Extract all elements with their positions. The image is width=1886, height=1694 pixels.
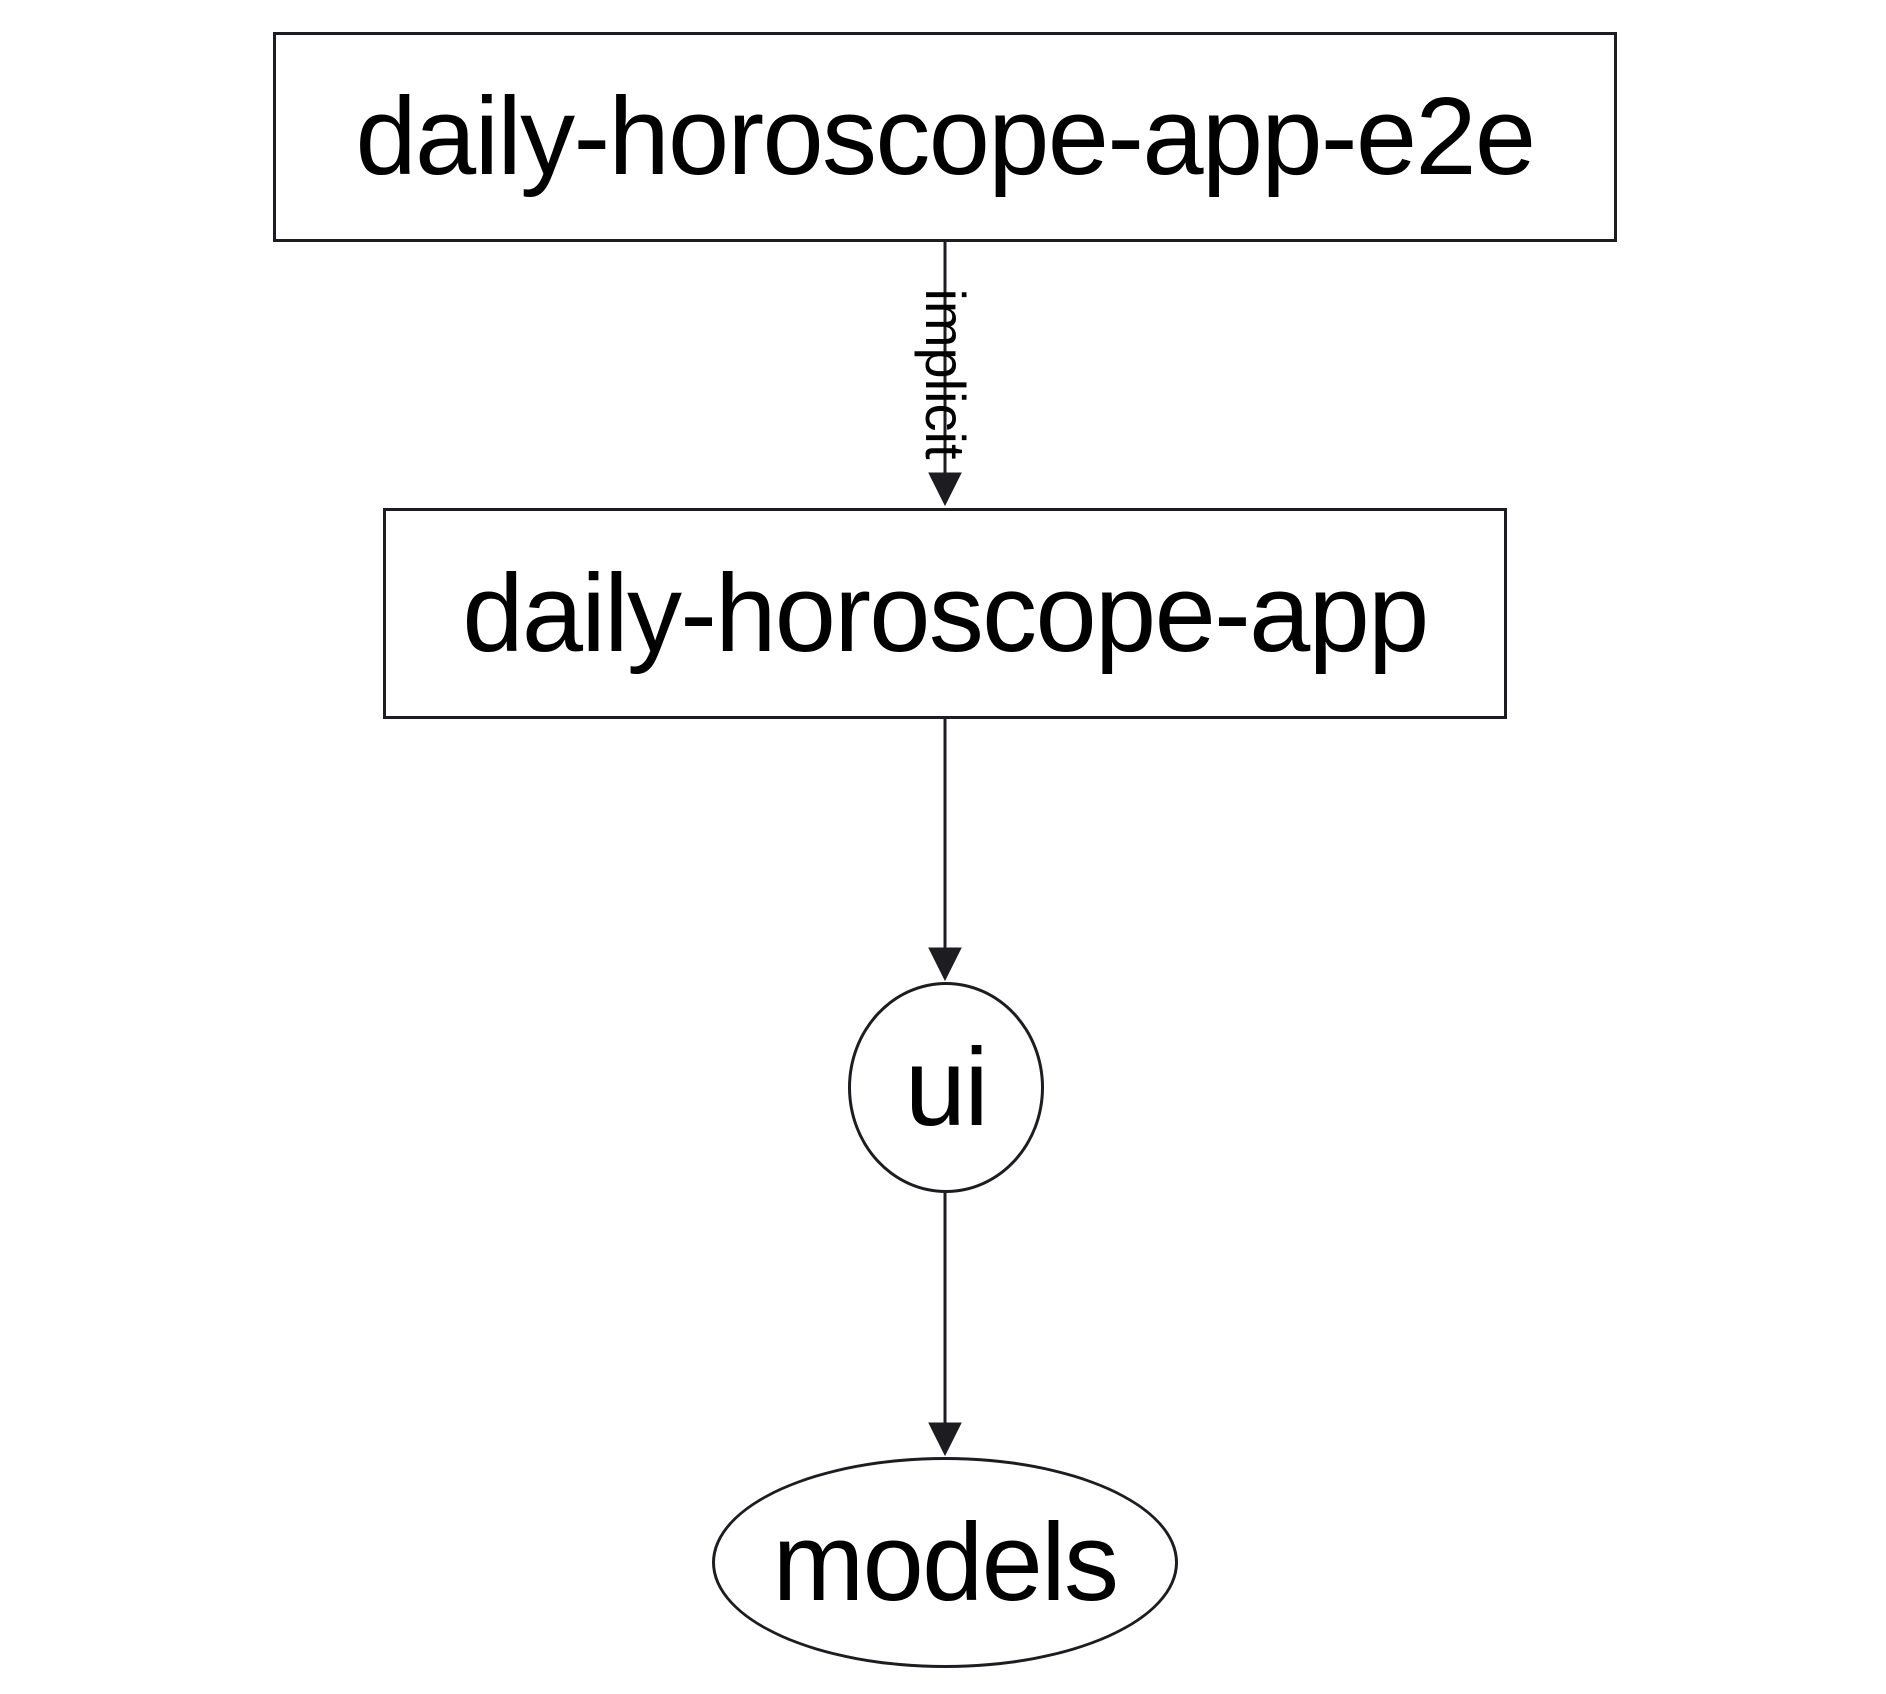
node-models[interactable]: models [712, 1457, 1178, 1668]
edge-app-to-ui [928, 719, 962, 982]
edge-label-implicit: implicit [914, 288, 977, 460]
node-label: ui [904, 1025, 989, 1149]
node-label: daily-horoscope-app-e2e [355, 75, 1537, 198]
node-daily-horoscope-app[interactable]: daily-horoscope-app [383, 508, 1507, 719]
node-label: models [772, 1500, 1119, 1624]
node-daily-horoscope-app-e2e[interactable]: daily-horoscope-app-e2e [273, 32, 1617, 242]
edge-ui-to-models [928, 1193, 962, 1457]
node-ui[interactable]: ui [848, 982, 1044, 1193]
edge-e2e-to-app [928, 242, 962, 507]
node-label: daily-horoscope-app [462, 551, 1429, 675]
